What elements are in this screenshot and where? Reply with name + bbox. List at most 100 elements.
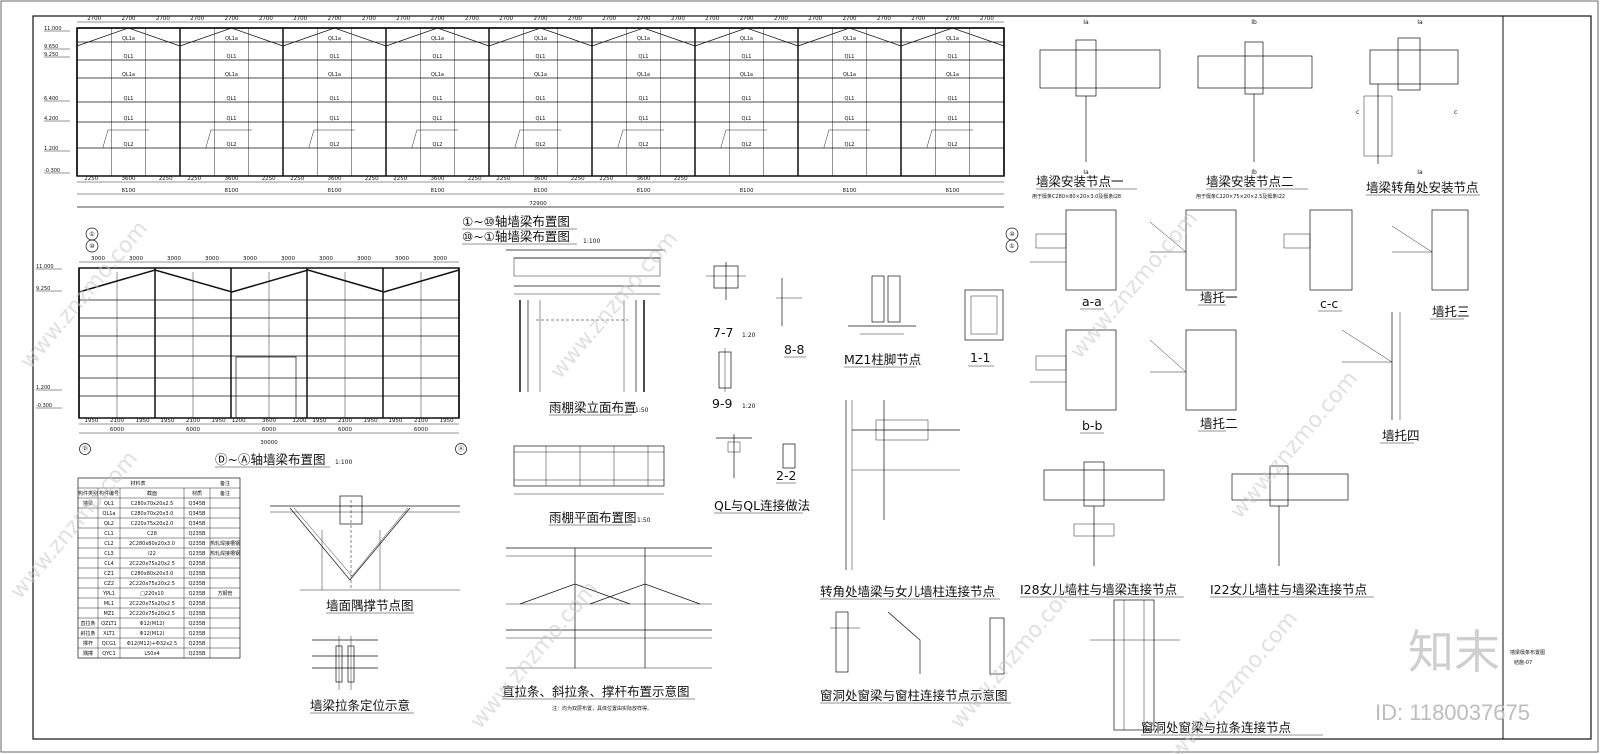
- table-cell: Q345B: [189, 511, 206, 517]
- table-cell: C220x75x20x2.0: [131, 521, 174, 527]
- table-cell: Q235B: [189, 571, 206, 577]
- table-cell: QCG1: [102, 641, 116, 647]
- elev1-top-dim: 2700: [568, 16, 582, 22]
- watermark-6: www.znzmo.com: [1065, 206, 1203, 363]
- table-cell: Q235B: [189, 591, 206, 597]
- node3-mark-bottom: Ⅰa: [1417, 169, 1423, 176]
- elev1-top-dim: 2700: [671, 16, 685, 22]
- brand-logo: 知末: [1408, 625, 1500, 679]
- table-cell: Φ12(M12)+Φ32x2.5: [127, 641, 177, 647]
- elev1-beam-label: QL1: [536, 96, 546, 102]
- wall-bracket-3: 墙托三: [1391, 209, 1470, 320]
- section-aa: a-a: [1030, 209, 1117, 310]
- elev1-beam-label: QL2: [845, 142, 855, 148]
- elev1-beam-label: QL1: [742, 116, 752, 122]
- elev1-beam-label: QL2: [124, 142, 134, 148]
- sec99-scale: 1:20: [742, 403, 756, 410]
- win-beam-title: 窗洞处窗梁与窗柱连接节点示意图: [820, 688, 1008, 703]
- elev2-bottom-dim: 2100: [110, 418, 124, 424]
- sec22-title: 2-2: [776, 468, 796, 483]
- elev1-level-label: 9.250: [44, 52, 58, 58]
- win-tie-title: 窗洞处窗梁与拉条连接节点: [1141, 720, 1291, 735]
- elev1-bottom-dim: 2250: [393, 176, 407, 182]
- elev1-top-dim: 2700: [362, 16, 376, 22]
- install-node-3: Ⅰa c c Ⅰa 墙梁转角处安装节点: [1356, 19, 1480, 196]
- elev1-bottom-dim: 2250: [571, 176, 585, 182]
- canopy-plan: 雨棚平面布置图 1:50: [513, 445, 665, 526]
- elev2-level-label: 11.000: [36, 264, 54, 270]
- elev2-top-dim: 3000: [91, 256, 105, 262]
- elev1-title-b: ⑩~①轴墙梁布置图: [462, 229, 570, 244]
- elev1-bay-dim: 8100: [122, 188, 136, 194]
- elev1-bottom-dim: 3600: [225, 176, 239, 182]
- parapet-I22-node: Ⅰ22女儿墙柱与墙梁连接节点: [1210, 465, 1374, 598]
- elev1-bay-dim: 8100: [431, 188, 445, 194]
- elev1-beam-label: QL1a: [740, 72, 753, 78]
- ql-conn-title: QL与QL连接做法: [714, 498, 810, 513]
- elev1-bay-dim: 8100: [328, 188, 342, 194]
- table-cell: C280x70x20x3.0: [131, 511, 174, 517]
- elev1-top-dim: 2700: [328, 16, 342, 22]
- table-cell: 热轧焊接槽钢: [210, 540, 240, 547]
- watermark-5: www.znzmo.com: [945, 576, 1083, 733]
- sec11-title: 1-1: [970, 350, 990, 365]
- wt4-title: 墙托四: [1382, 428, 1420, 443]
- table-cell: 方钢管: [217, 590, 232, 597]
- elev1-beam-label: QL1: [536, 54, 546, 60]
- wt1-title: 墙托一: [1200, 290, 1238, 305]
- elev1-beam-label: QL1: [433, 96, 443, 102]
- elev1-beam-label: QL1a: [225, 72, 238, 78]
- table-title: 材料表: [130, 480, 145, 487]
- elev1-beam-label: QL1: [536, 116, 546, 122]
- axis-10-label: ⑩: [89, 243, 94, 250]
- canopy-top-scale: 1:100: [583, 238, 600, 245]
- elev1-beam-label: QL1: [845, 96, 855, 102]
- elev1-beam-label: QL1a: [122, 36, 135, 42]
- window-tie-node: 窗洞处窗梁与拉条连接节点: [1090, 599, 1323, 736]
- elev2-bottom-dim: 2100: [186, 418, 200, 424]
- elev1-beam-label: QL1: [639, 116, 649, 122]
- node3-mark: Ⅰa: [1417, 19, 1423, 26]
- sec99-title: 9-9: [712, 396, 732, 411]
- elev1-beam-label: QL1a: [328, 36, 341, 42]
- elev1-level-label: 6.400: [44, 96, 58, 102]
- elev1-beam-label: QL1: [742, 96, 752, 102]
- elev2-bay-dim: 6000: [186, 427, 200, 433]
- elev1-top-dim: 2700: [877, 16, 891, 22]
- elev1-level-label: 4.200: [44, 116, 58, 122]
- i28-title: Ⅰ28女儿墙柱与墙梁连接节点: [1020, 582, 1177, 597]
- elev1-beam-label: QL1a: [946, 72, 959, 78]
- elev1-beam-label: QL1: [227, 54, 237, 60]
- elev2-bottom-dim: 1950: [440, 418, 454, 424]
- table-header: 构件类别: [78, 490, 98, 497]
- elev2-top-dim: 3000: [281, 256, 295, 262]
- table-cell: CZ1: [104, 571, 114, 577]
- elev1-beam-label: QL1a: [740, 36, 753, 42]
- elev2-bottom-dim: 1950: [136, 418, 150, 424]
- tie-layout: 直拉条、斜拉条、撑杆布置示意图 注：均为双层布置，具体位置由实际放样得。: [502, 547, 712, 712]
- table-cell: 直拉条: [80, 620, 95, 627]
- node1-title: 墙梁安装节点一: [1036, 174, 1124, 189]
- elev2-bottom-dim: 2100: [414, 418, 428, 424]
- elev1-bottom-dim: 2250: [496, 176, 510, 182]
- table-cell: C280x80x20x3.0: [131, 571, 174, 577]
- elev1-beam-label: QL1a: [534, 36, 547, 42]
- elev1-bottom-dim: 2250: [674, 176, 688, 182]
- table-cell: 2C220x75x20x2.5: [129, 611, 175, 617]
- elev2-bay-dim: 6000: [262, 427, 276, 433]
- sheet-inner-border: [32, 15, 1592, 740]
- elev1-title-a: ①~⑩轴墙梁布置图: [462, 214, 570, 229]
- elev1-beam-label: QL1: [948, 96, 958, 102]
- elev2-bottom-dim: 1200: [292, 418, 306, 424]
- elev1-bottom-dim: 3600: [328, 176, 342, 182]
- elev1-top-dim: 2700: [637, 16, 651, 22]
- elev1-beam-label: QL1: [948, 54, 958, 60]
- elev1-bay-dim: 8100: [843, 188, 857, 194]
- elev2-bottom-dim: 1950: [388, 418, 402, 424]
- elev1-top-dim: 2700: [602, 16, 616, 22]
- elev1-beam-label: QL1: [124, 116, 134, 122]
